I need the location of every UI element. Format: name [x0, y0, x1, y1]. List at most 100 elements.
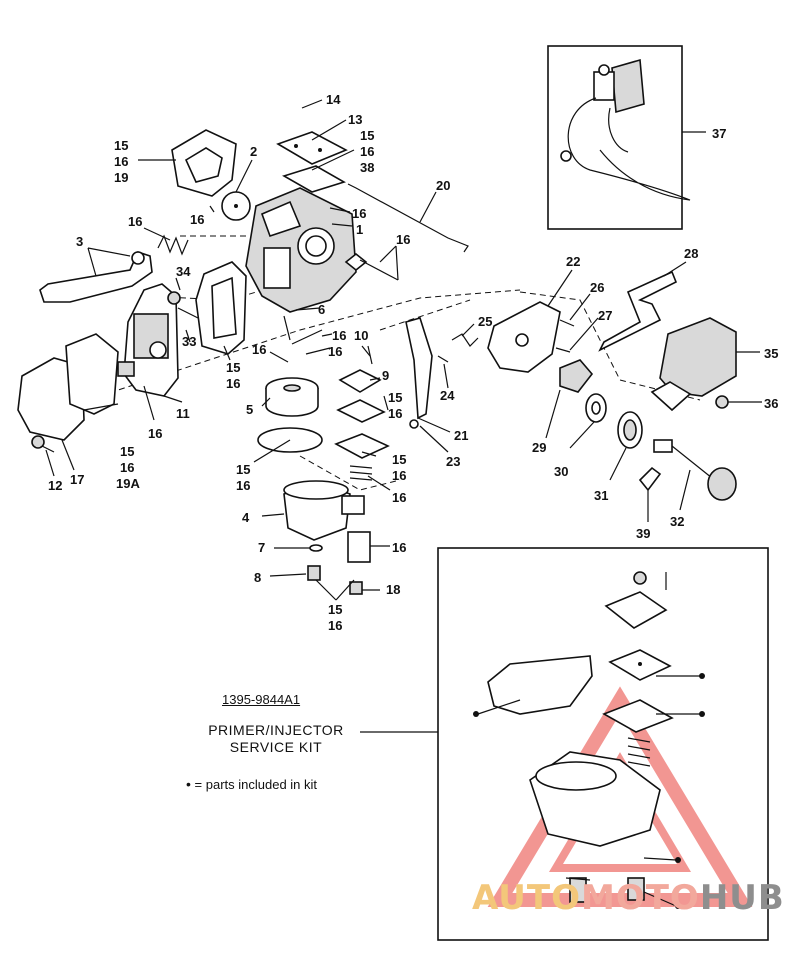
callout-15: 15 — [328, 602, 342, 617]
callout-15: 15 — [114, 138, 128, 153]
part-18-plug — [349, 581, 363, 595]
callout-16: 16 — [360, 144, 374, 159]
callout-16: 16 — [388, 406, 402, 421]
part-16-jet-box — [347, 531, 371, 563]
kit-plug-right — [627, 877, 645, 901]
callout-16: 16 — [190, 212, 204, 227]
part-15-gasket — [195, 261, 247, 355]
part-3-throttle-lever — [39, 251, 153, 303]
part-16-float-pin — [291, 329, 323, 345]
callout-3: 3 — [76, 234, 83, 249]
callout-36: 36 — [764, 396, 778, 411]
callout-18: 18 — [386, 582, 400, 597]
callout-38: 38 — [360, 160, 374, 175]
callout-22: 22 — [566, 254, 580, 269]
part-32-knob-shaft — [653, 439, 737, 501]
kit-legend-text: = parts included in kit — [194, 777, 318, 792]
callout-16: 16 — [328, 618, 342, 633]
callout-34: 34 — [176, 264, 191, 279]
callout-15: 15 — [392, 452, 406, 467]
callout-23: 23 — [446, 454, 460, 469]
kit-markers — [473, 673, 705, 909]
kit-gasket — [602, 699, 674, 733]
part-1-carburetor-body — [245, 187, 357, 313]
part-34-nut — [167, 291, 181, 305]
part-39-clip — [638, 466, 662, 492]
callout-30: 30 — [554, 464, 568, 479]
part-13-cover-plate — [276, 131, 348, 165]
kit-screw — [633, 571, 667, 590]
callout-16: 16 — [352, 206, 366, 221]
kit-plug — [569, 877, 587, 903]
spring-16 — [157, 234, 189, 256]
callout-5: 5 — [246, 402, 253, 417]
callout-29: 29 — [532, 440, 546, 455]
part-8-plug — [307, 565, 321, 581]
part-pump-spring — [349, 465, 373, 481]
callout-9: 9 — [382, 368, 389, 383]
part-23-washer — [409, 419, 419, 429]
callout-21: 21 — [454, 428, 468, 443]
callout-16: 16 — [148, 426, 162, 441]
callout-37: 37 — [712, 126, 726, 141]
callout-27: 27 — [598, 308, 612, 323]
part-pump-gasket — [334, 433, 390, 459]
callout-35: 35 — [764, 346, 778, 361]
part-11-pump-cover — [123, 283, 179, 397]
part-16-needle-screw — [344, 252, 399, 281]
callout-8: 8 — [254, 570, 261, 585]
part-36-cap — [715, 395, 729, 409]
part-10-screw — [367, 345, 373, 365]
callout-17: 17 — [70, 472, 84, 487]
callout-33: 33 — [182, 334, 196, 349]
part-20-link-rod — [347, 183, 469, 253]
callout-19: 19 — [114, 170, 128, 185]
leader-lines — [45, 99, 762, 601]
callout-15: 15 — [236, 462, 250, 477]
part-37-primer-solenoid — [560, 58, 691, 201]
callout-28: 28 — [684, 246, 698, 261]
part-38-gasket — [282, 165, 346, 193]
part-25-spring — [451, 333, 479, 347]
callout-15: 15 — [120, 444, 134, 459]
callout-16: 16 — [328, 344, 342, 359]
kit-spring — [627, 737, 651, 767]
callout-16: 16 — [396, 232, 410, 247]
callout-16: 16 — [332, 328, 346, 343]
callout-25: 25 — [478, 314, 492, 329]
kit-float-bowl — [529, 751, 661, 847]
callout-13: 13 — [348, 112, 362, 127]
part-21-lever — [405, 317, 433, 420]
part-29-bushing — [559, 359, 594, 393]
watermark-moto: MOTO — [580, 878, 700, 918]
kit-legend-bullet: • — [186, 776, 191, 792]
callout-16: 16 — [392, 468, 406, 483]
callout-16: 16 — [128, 214, 142, 229]
kit-diaphragm — [608, 649, 672, 681]
callout-19a: 19A — [116, 476, 140, 491]
part-19a-gasket — [65, 333, 119, 415]
callout-labels: 14 13 15 16 38 15 16 19 2 16 16 1 20 16 … — [48, 92, 778, 633]
callout-20: 20 — [436, 178, 450, 193]
callout-39: 39 — [636, 526, 650, 541]
part-27-screw — [555, 347, 571, 353]
callout-16: 16 — [226, 376, 240, 391]
part-26-screw — [559, 319, 575, 327]
callout-4: 4 — [242, 510, 250, 525]
part-4-float-bowl — [283, 480, 365, 541]
watermark-logo: AUTOMOTOHUB — [472, 878, 785, 918]
callout-16: 16 — [252, 342, 266, 357]
callout-12: 12 — [48, 478, 62, 493]
callout-32: 32 — [670, 514, 684, 529]
callout-24: 24 — [440, 388, 455, 403]
watermark-auto: AUTO — [472, 878, 581, 918]
callout-6: 6 — [318, 302, 325, 317]
part-2-diaphragm — [221, 191, 251, 221]
part-28-bracket — [598, 270, 678, 352]
part-31-screen — [617, 411, 643, 449]
part-9-pump-cover — [338, 369, 382, 393]
callout-15: 15 — [226, 360, 240, 375]
watermark-hub: HUB — [699, 878, 785, 918]
callout-16: 16 — [392, 540, 406, 555]
